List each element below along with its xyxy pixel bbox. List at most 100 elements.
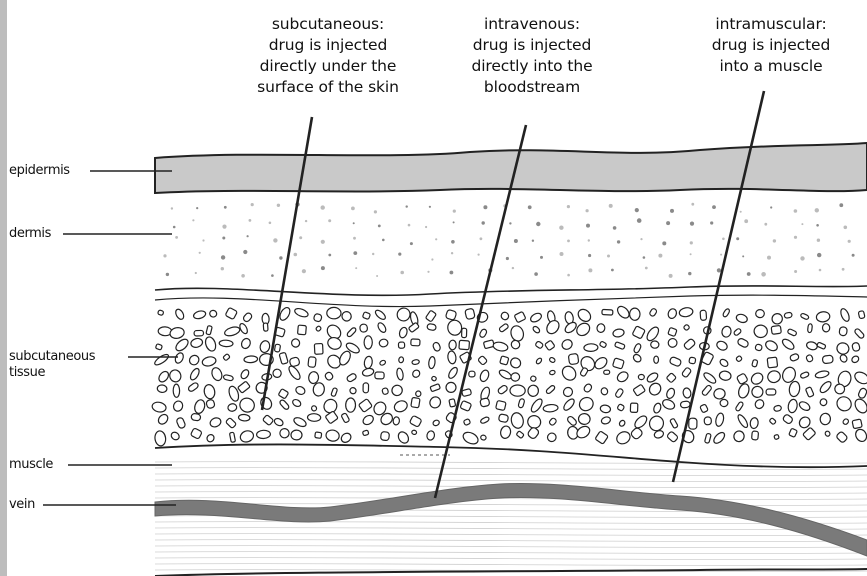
fat-cell xyxy=(612,328,624,338)
fat-cell xyxy=(722,308,730,318)
fat-cell xyxy=(189,367,201,381)
fat-cell xyxy=(153,353,170,367)
fat-cell xyxy=(647,414,665,433)
dermis-dot xyxy=(435,238,437,240)
fat-cell xyxy=(546,432,557,443)
fat-cell xyxy=(583,383,593,393)
fat-cell xyxy=(492,341,508,352)
fat-cell xyxy=(295,385,307,396)
dermis-dot xyxy=(794,236,797,239)
fat-cell xyxy=(346,327,357,338)
fat-cell xyxy=(511,373,520,382)
fat-cell xyxy=(187,382,199,393)
fat-cell xyxy=(324,371,334,381)
dermis-dot xyxy=(450,271,454,275)
fat-cell xyxy=(654,356,659,363)
fat-cell xyxy=(408,322,419,332)
dermis-dot xyxy=(691,203,694,206)
dermis-dot xyxy=(321,266,325,270)
fat-cell xyxy=(480,398,490,407)
muscle-fibre-line xyxy=(155,480,867,482)
fat-cell xyxy=(819,398,828,407)
dermis-dot xyxy=(567,274,570,277)
fat-cell xyxy=(853,370,867,386)
fat-cell xyxy=(426,430,435,441)
dermis-dot xyxy=(453,221,455,223)
fat-cell xyxy=(737,382,751,399)
fat-cell xyxy=(599,341,607,348)
fat-cell xyxy=(719,358,729,368)
fat-cell xyxy=(720,399,728,406)
fat-cell xyxy=(766,389,776,395)
dermis-dot xyxy=(355,267,357,269)
fat-cell xyxy=(428,395,443,410)
fat-cell xyxy=(649,308,658,317)
dermis-dot xyxy=(852,254,855,257)
dermis-dot xyxy=(690,253,692,255)
fat-cell xyxy=(615,429,633,446)
fat-cell xyxy=(158,310,164,316)
dermis-lower-boundary xyxy=(155,286,867,295)
fat-cells xyxy=(151,304,867,446)
fat-cell xyxy=(155,344,162,350)
fat-cell xyxy=(604,370,610,374)
dermis-dot xyxy=(532,240,534,242)
dermis-dot xyxy=(512,267,514,269)
dermis-dot xyxy=(302,269,306,273)
fat-cell xyxy=(190,428,202,439)
fat-cell xyxy=(449,340,457,350)
fat-cell xyxy=(412,359,420,365)
fat-cell xyxy=(204,336,218,353)
fat-cell xyxy=(549,370,555,375)
dermis-dot xyxy=(617,240,620,243)
fat-cell xyxy=(327,307,341,319)
fat-cell xyxy=(735,313,748,324)
fat-cell xyxy=(667,337,678,348)
fat-cell xyxy=(681,367,691,378)
fat-cell xyxy=(704,417,711,425)
muscle-fibre-line xyxy=(155,528,867,530)
fat-cell xyxy=(206,399,216,409)
fat-cell xyxy=(568,353,579,364)
fat-cell xyxy=(206,325,212,334)
fat-cell xyxy=(238,414,250,421)
fat-cell xyxy=(852,342,861,352)
fat-cell xyxy=(227,403,237,412)
fat-cell xyxy=(632,326,645,339)
fat-cell xyxy=(499,323,509,332)
fat-cell xyxy=(219,340,233,347)
fat-cell xyxy=(614,342,625,350)
fat-cell xyxy=(689,418,697,429)
fat-cell xyxy=(667,308,678,320)
fat-cell xyxy=(393,417,400,426)
fat-cell xyxy=(206,433,216,443)
dermis-dot xyxy=(243,250,247,254)
dermis-dot xyxy=(712,205,716,209)
fat-cell xyxy=(375,372,384,379)
fat-cell xyxy=(803,427,816,440)
fat-cell xyxy=(191,413,201,421)
fat-cell xyxy=(854,427,867,443)
fat-cell xyxy=(715,412,725,427)
fat-cell xyxy=(566,415,577,426)
fat-cell xyxy=(713,388,726,400)
fat-cell xyxy=(545,385,555,395)
dermis-dot xyxy=(294,253,298,257)
fat-cell xyxy=(756,309,765,317)
fat-cell xyxy=(736,355,743,362)
fat-cell xyxy=(447,319,463,336)
fat-cell xyxy=(653,402,662,414)
fat-cell xyxy=(510,412,525,430)
fat-cell xyxy=(157,413,170,426)
dermis-dot xyxy=(770,206,772,208)
fat-cell xyxy=(432,342,441,352)
fat-cell xyxy=(174,352,185,365)
dermis-dot xyxy=(408,224,411,227)
fat-cell xyxy=(151,401,167,413)
dermis-dot xyxy=(567,240,570,243)
fat-cell xyxy=(447,351,457,365)
fat-cell xyxy=(193,399,206,415)
fat-cell xyxy=(700,404,709,413)
fat-cell xyxy=(667,431,679,443)
fat-cell xyxy=(736,373,748,385)
